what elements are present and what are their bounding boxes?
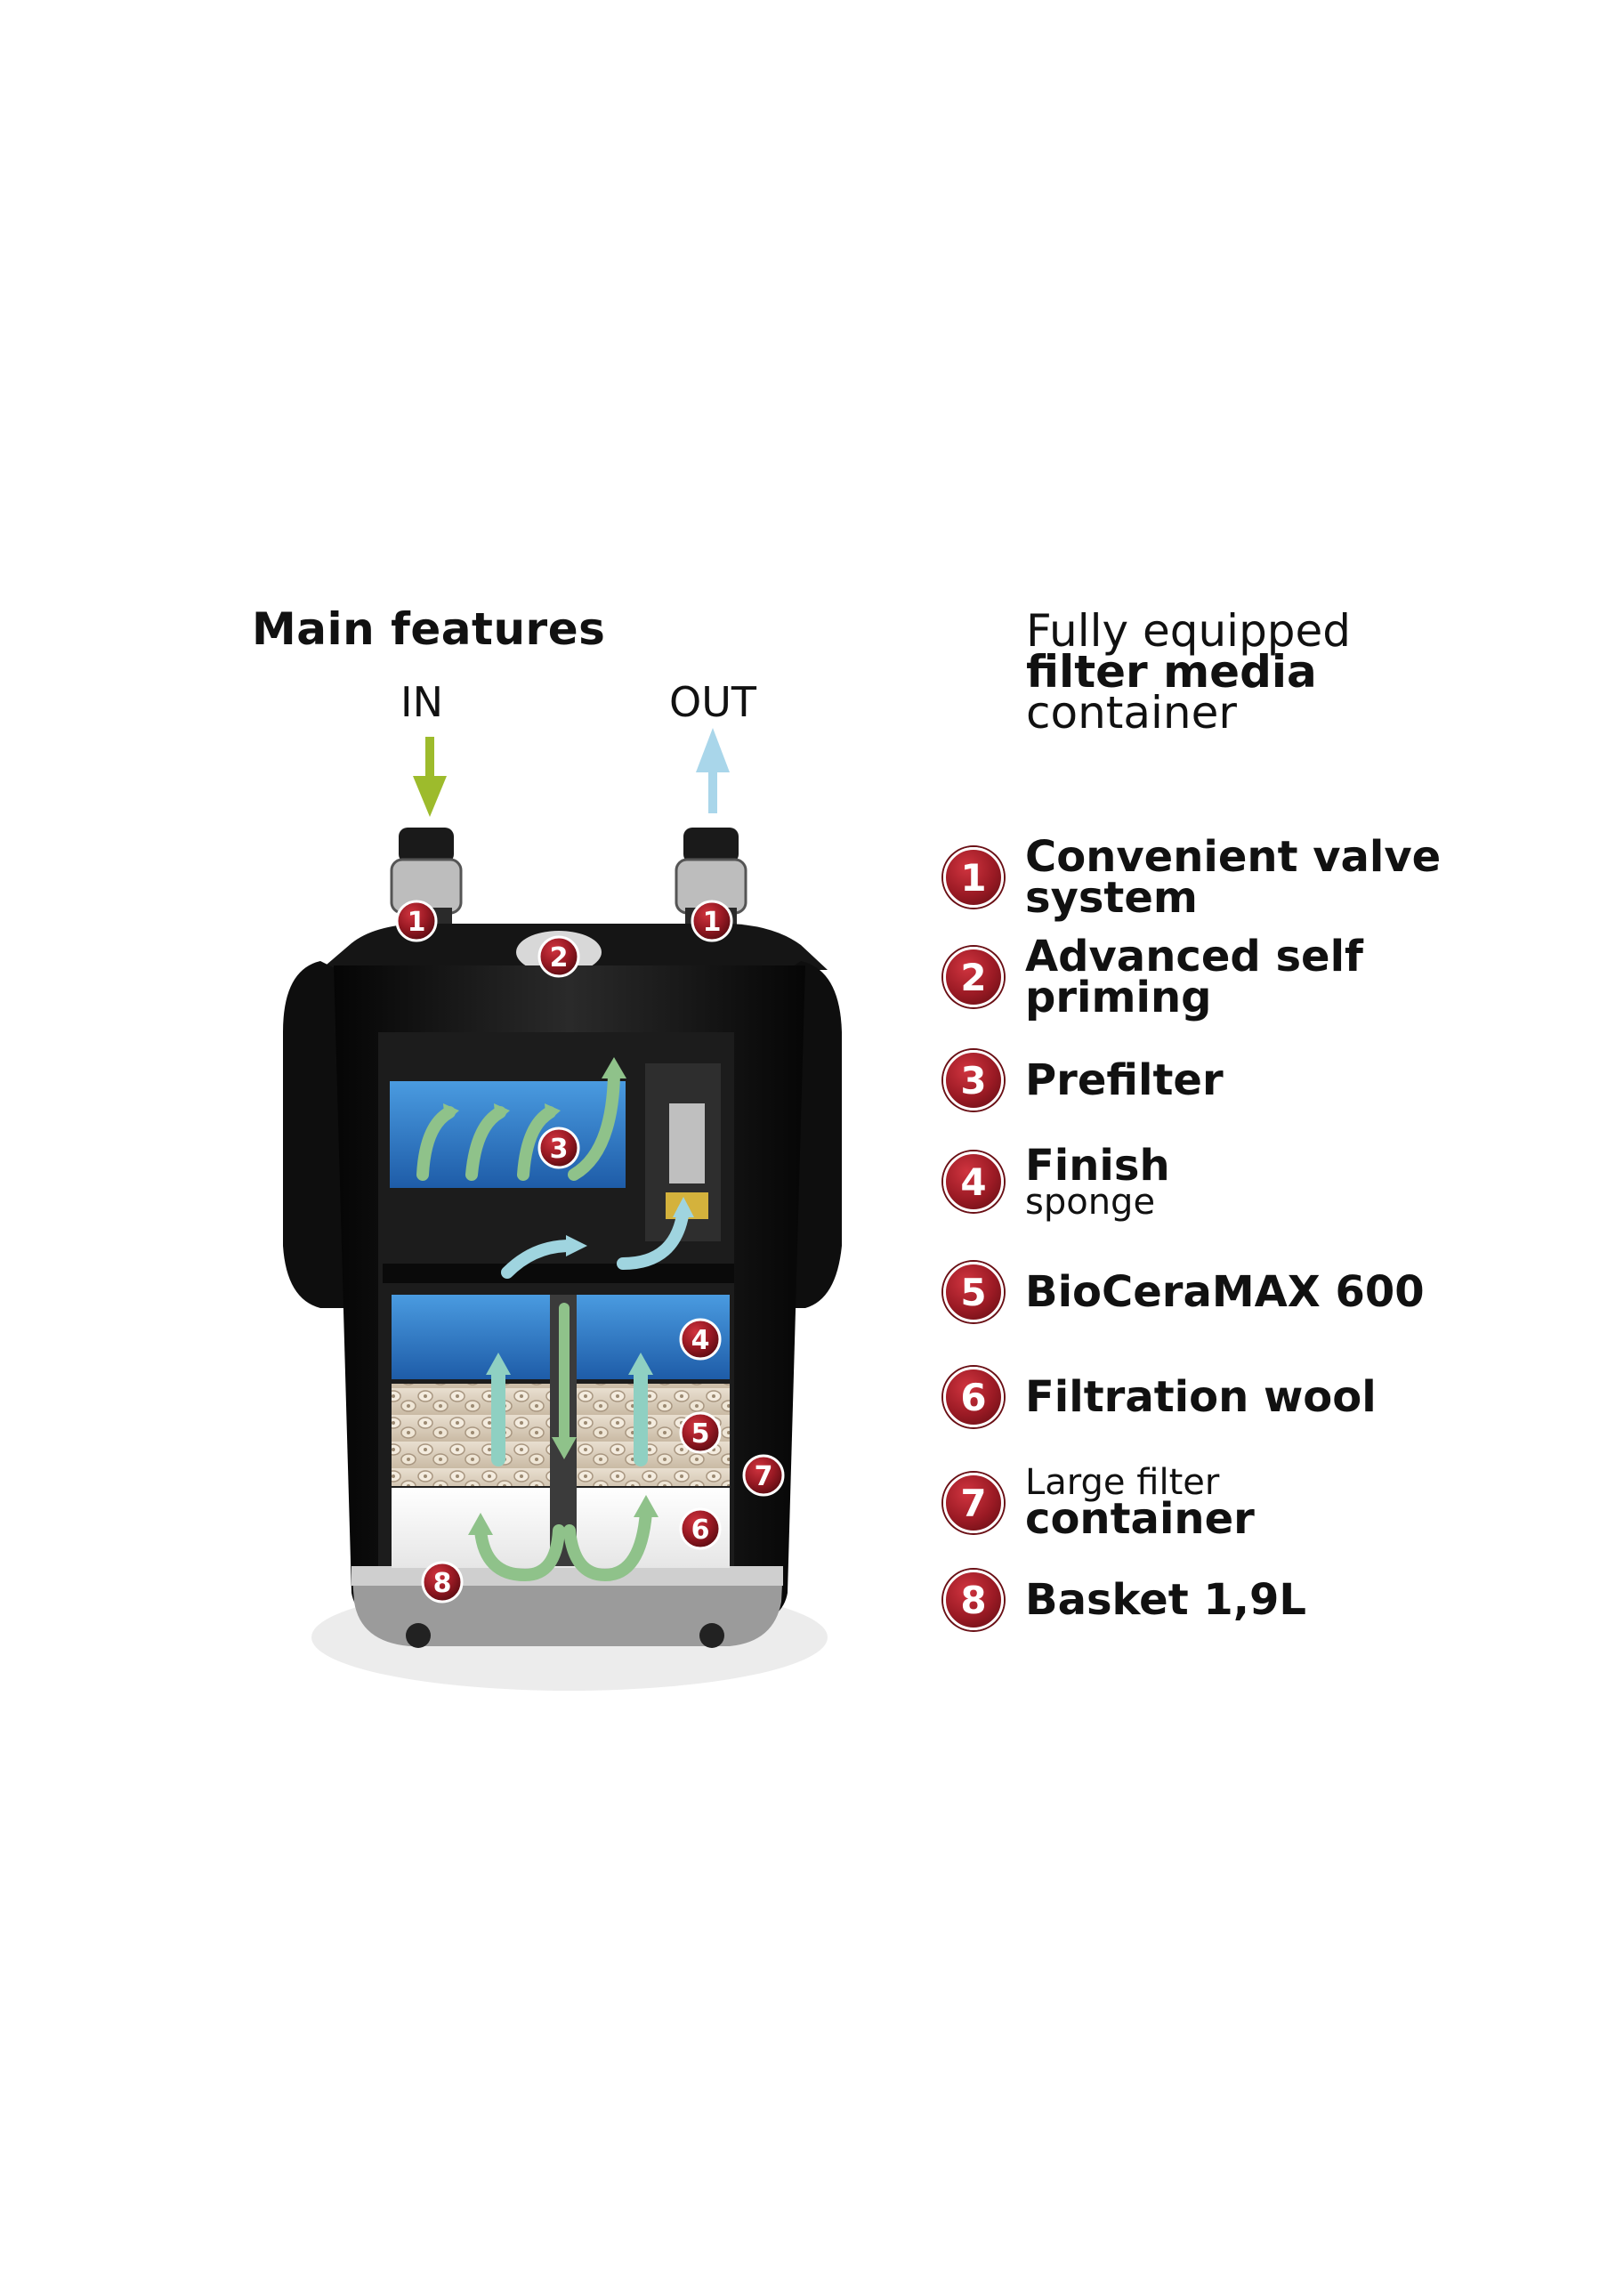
heading-line-3: container [1026, 687, 1237, 739]
feature-label: Advanced self [1025, 932, 1363, 981]
diagram-badge-circle [421, 1561, 464, 1603]
feature-label: priming [1025, 973, 1212, 1022]
feature-item-2: 2 Advanced self priming [943, 932, 1363, 1022]
diagram-badge-circle [742, 1454, 785, 1497]
number-badge: 6 [943, 1367, 1004, 1427]
diagram-badge-number: 1 [703, 907, 722, 938]
diagram-badge-number: 8 [433, 1568, 452, 1599]
diagram-badge-number: 6 [691, 1515, 710, 1546]
feature-heading: Fully equipped filter media container [1026, 605, 1352, 739]
diagram-number-badge: 2 [537, 935, 580, 978]
diagram-badge-circle [679, 1318, 722, 1361]
diagram-badge-number: 1 [408, 907, 426, 938]
feature-item-8: 8 Basket 1,9L [943, 1570, 1306, 1630]
number-badge: 4 [943, 1151, 1004, 1212]
feature-label: Filtration wool [1025, 1372, 1377, 1422]
number-badge: 7 [943, 1473, 1004, 1533]
feature-sublabel: Large filter [1025, 1462, 1220, 1503]
feature-label: Finish [1025, 1141, 1170, 1191]
diagram-number-badge: 4 [679, 1318, 722, 1361]
diagram-badge-number: 5 [691, 1418, 710, 1450]
diagram-badge-number: 3 [550, 1134, 569, 1165]
diagram-badge-number: 7 [755, 1461, 773, 1492]
page-title: Main features [252, 603, 606, 655]
tray-divider [383, 1264, 734, 1283]
diagram-number-badge: 3 [537, 1127, 580, 1169]
flow-arrowheads [443, 1057, 694, 1535]
feature-item-1: 1 Convenient valve system [943, 832, 1442, 923]
feature-label: Prefilter [1025, 1055, 1224, 1105]
feature-item-6: 6 Filtration wool [943, 1367, 1377, 1427]
feature-item-3: 3 Prefilter [943, 1050, 1224, 1111]
number-badge: 5 [943, 1262, 1004, 1322]
diagram-badge-circle [537, 1127, 580, 1169]
diagram-badge-circle [679, 1507, 722, 1550]
diagram-number-badge: 7 [742, 1454, 785, 1497]
out-arrow-icon [696, 728, 730, 813]
feature-item-5: 5 BioCeraMAX 600 [943, 1262, 1425, 1322]
diagram-badge-number: 2 [550, 942, 569, 973]
diagram-number-badge: 6 [679, 1507, 722, 1550]
diagram-number-badge: 1 [691, 900, 733, 942]
diagram-number-badge: 8 [421, 1561, 464, 1603]
diagram-number-badge: 5 [679, 1411, 722, 1454]
number-badge: 2 [943, 947, 1004, 1007]
diagram-badge-circle [537, 935, 580, 978]
diagram-badge-circle [395, 900, 438, 942]
feature-item-7: 7 Large filter container [943, 1462, 1255, 1544]
feature-label: BioCeraMAX 600 [1025, 1267, 1425, 1317]
number-badge: 1 [943, 847, 1004, 908]
in-arrow-icon [413, 737, 447, 817]
heading-line-1: Fully equipped [1026, 605, 1352, 657]
diagram-number-badge: 1 [395, 900, 438, 942]
feature-sublabel: sponge [1025, 1182, 1156, 1223]
diagram-badge-circle [679, 1411, 722, 1454]
diagram-badge-circle [691, 900, 733, 942]
number-badge: 3 [943, 1050, 1004, 1111]
number-badge: 8 [943, 1570, 1004, 1630]
out-label: OUT [669, 678, 756, 726]
feature-item-4: 4 Finish sponge [943, 1141, 1170, 1223]
feature-label: system [1025, 873, 1198, 923]
feature-label: Convenient valve [1025, 832, 1442, 882]
diagram-badge-number: 4 [691, 1325, 710, 1356]
in-label: IN [400, 678, 443, 726]
feature-label: container [1025, 1494, 1255, 1544]
heading-line-2: filter media [1026, 646, 1317, 698]
feature-label: Basket 1,9L [1025, 1575, 1307, 1625]
